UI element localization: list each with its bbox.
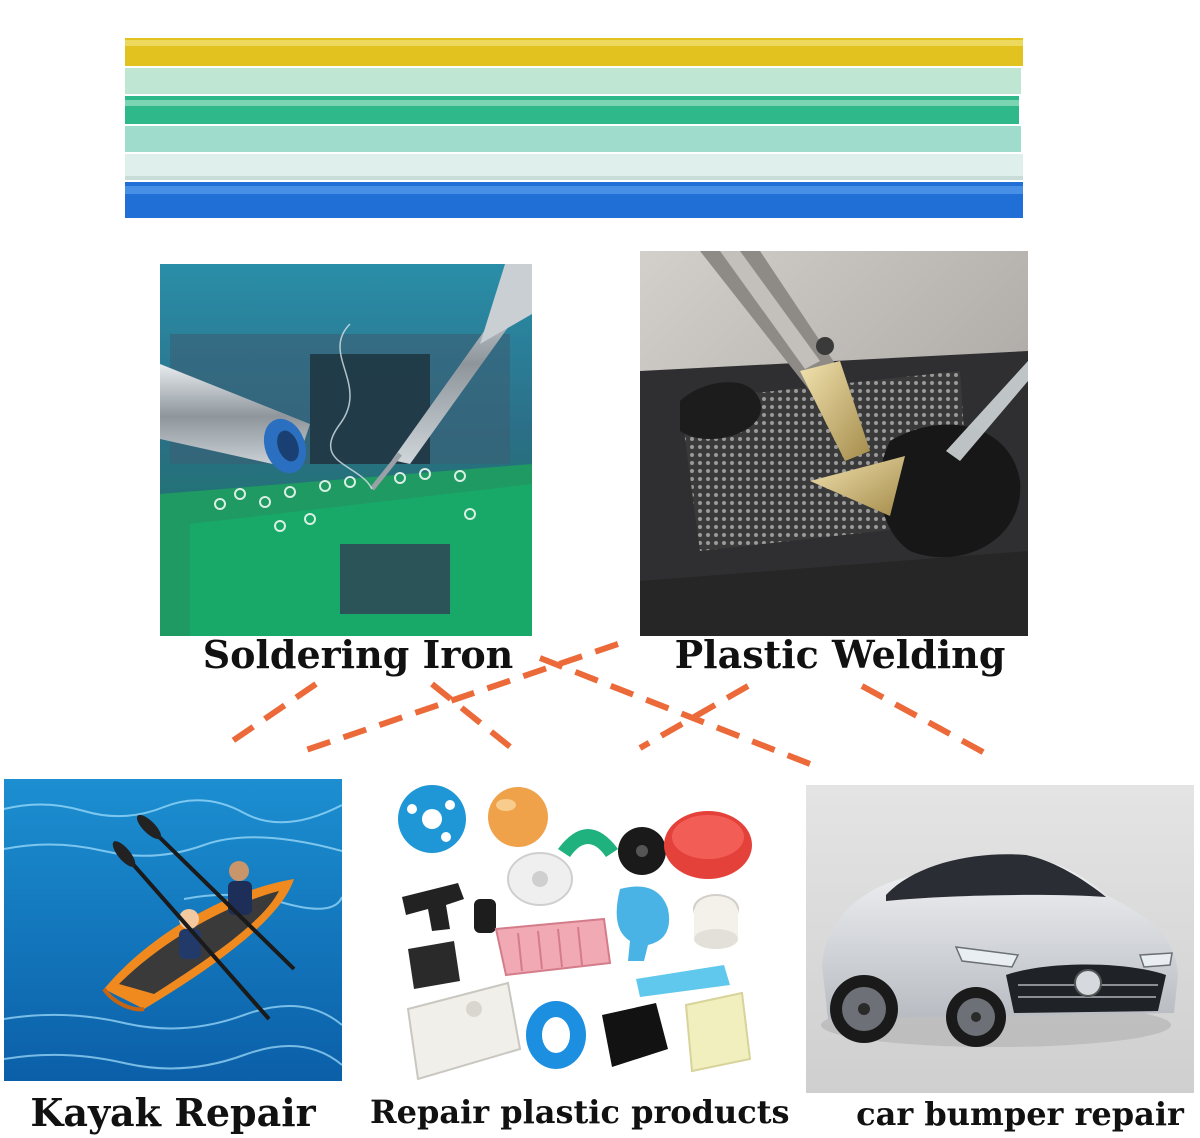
black-cube-part [602,1003,668,1067]
rod-mint [125,126,1021,152]
kayak-photo [4,779,342,1081]
repair-plastic-products-label: Repair plastic products [370,1093,790,1131]
connector-welding-kayak [305,641,619,753]
connector-welding-car-right [860,683,996,761]
welding-rods-image [125,36,1025,222]
white-box-part [406,981,522,1081]
soldering-iron-label: Soldering Iron [202,632,514,677]
orange-sphere-part [488,787,548,847]
black-block-part [408,941,460,989]
connector-welding-plastics [638,683,750,751]
black-fitting-part [402,883,464,931]
plastic-parts-photo [388,779,760,1081]
rod-clear [125,154,1023,176]
plastic-welding-label: Plastic Welding [674,632,1006,677]
green-clip-part [558,829,618,857]
plastic-welding-photo [640,251,1028,636]
car-bumper-repair-label: car bumper repair [856,1095,1184,1133]
blue-plate-part [636,965,730,997]
soldering-iron-photo [160,264,532,636]
connector-welding-car [538,655,812,767]
rod-pale-green [125,68,1021,94]
kayak-repair-label: Kayak Repair [30,1090,316,1135]
connector-soldering-kayak [226,681,318,747]
car-photo [806,785,1194,1093]
connector-lines [0,630,1200,780]
yellow-tray-part [684,991,752,1073]
blue-housing-part [616,886,670,961]
connector-soldering-plastics [430,681,516,753]
